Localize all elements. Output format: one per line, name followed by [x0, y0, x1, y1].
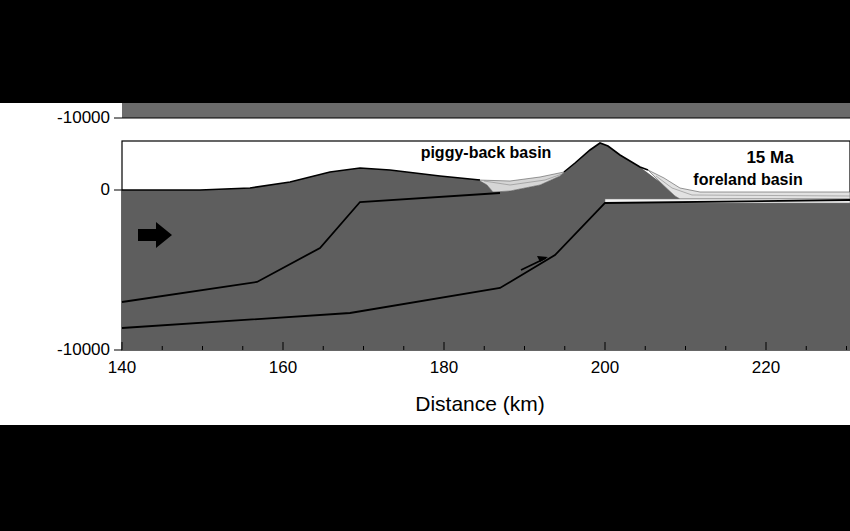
- white-panel: [0, 103, 850, 425]
- axis-title: Distance (km): [415, 392, 545, 415]
- x-tick: [524, 346, 525, 350]
- x-tick: [323, 346, 324, 350]
- x-tick: [725, 346, 726, 350]
- x-tick: [806, 346, 807, 350]
- x-tick: [484, 346, 485, 350]
- x-axis-value: 200: [591, 359, 619, 378]
- previous-panel-strip: [122, 103, 850, 118]
- axis-ticks: [114, 118, 847, 350]
- strip-edge: [122, 117, 850, 118]
- x-axis-value: 180: [430, 359, 458, 378]
- basin-label: piggy-back basin: [421, 144, 552, 162]
- x-tick: [645, 346, 646, 350]
- x-tick: [685, 346, 686, 350]
- x-tick: [403, 346, 404, 350]
- basin-label: foreland basin: [693, 171, 802, 189]
- x-tick: [122, 342, 123, 350]
- thrust-wedge: [122, 143, 850, 350]
- x-tick: [564, 346, 565, 350]
- foreland-fill: [648, 170, 850, 199]
- piggy-back-fill: [478, 172, 564, 192]
- y-axis-value: -10000: [57, 341, 110, 360]
- x-tick: [766, 342, 767, 350]
- x-tick: [202, 346, 203, 350]
- x-tick: [605, 342, 606, 350]
- x-axis-value: 160: [269, 359, 297, 378]
- topography-line: [122, 143, 648, 190]
- y-axis-value: -10000: [57, 109, 110, 128]
- y-tick: [114, 190, 122, 191]
- x-tick: [162, 346, 163, 350]
- x-tick: [444, 342, 445, 350]
- y-axis-value: 0: [101, 181, 110, 200]
- y-tick: [114, 350, 122, 351]
- plot-frame: [122, 141, 850, 350]
- x-tick: [846, 346, 847, 350]
- age-label: 15 Ma: [746, 149, 793, 168]
- y-tick: [114, 118, 122, 119]
- thrust-fault: [122, 200, 850, 328]
- x-tick: [242, 346, 243, 350]
- basin-strata: [484, 174, 562, 185]
- x-axis-value: 220: [752, 359, 780, 378]
- thrust-fault: [122, 193, 500, 302]
- shortening-arrow: [138, 222, 172, 248]
- x-tick: [283, 342, 284, 350]
- slip-arrowhead: [537, 256, 548, 262]
- x-tick: [363, 346, 364, 350]
- x-axis-value: 140: [108, 359, 136, 378]
